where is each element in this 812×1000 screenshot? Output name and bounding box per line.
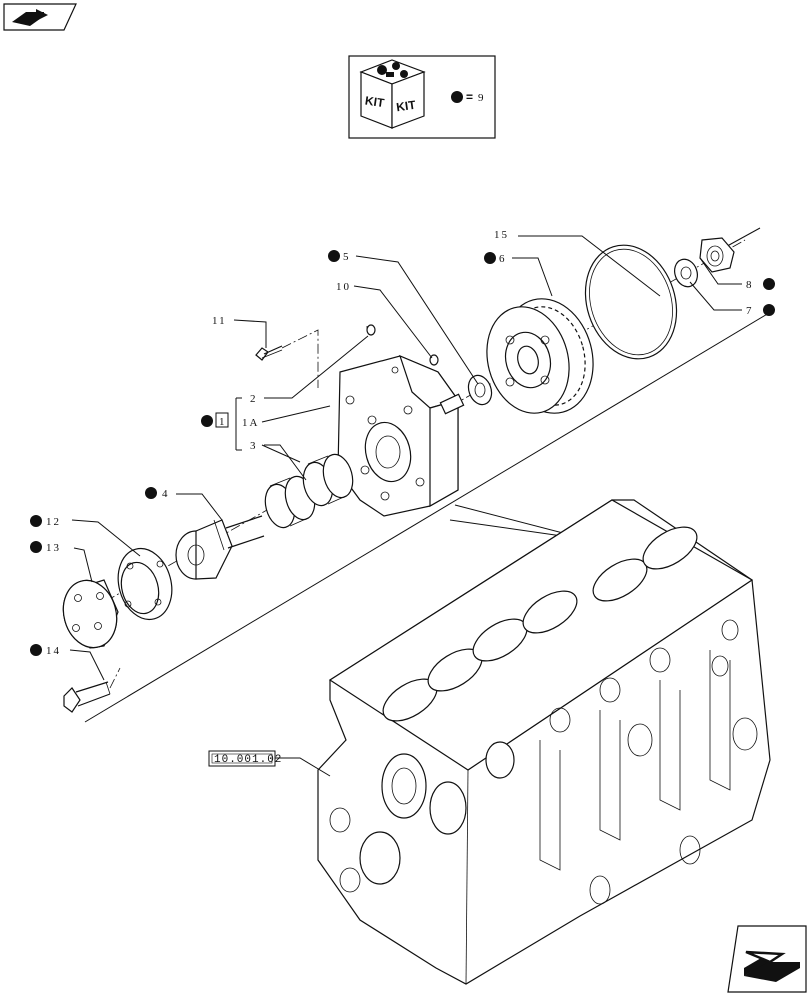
callout-2: 2 <box>250 393 258 405</box>
callout-8: 8 <box>746 279 754 291</box>
drive-gear <box>486 298 594 414</box>
callout-1: 1 <box>219 416 227 428</box>
nav-back-tab[interactable] <box>3 3 77 31</box>
washer-5 <box>467 374 493 406</box>
bullet-icon <box>145 487 157 499</box>
kit-equals: = <box>466 90 473 104</box>
kit-box: KIT KIT = 9 <box>348 55 496 139</box>
callout-11: 11 <box>212 315 227 327</box>
reference-leader <box>275 757 331 777</box>
gasket-12 <box>117 547 173 621</box>
kit-text-right: KIT <box>395 98 417 115</box>
arrow-book-icon <box>744 950 800 982</box>
callout-7: 7 <box>746 305 754 317</box>
nav-forward-tab[interactable] <box>727 925 807 993</box>
pin-2 <box>366 324 376 336</box>
bullet-square-icon <box>215 412 229 428</box>
bullet-icon <box>30 644 42 656</box>
bullet-icon <box>328 250 340 262</box>
callout-1A: 1A <box>242 417 259 429</box>
pump-shaft <box>175 515 265 580</box>
callout-4: 4 <box>162 488 170 500</box>
kit-text-left: KIT <box>364 94 386 111</box>
callout-13: 13 <box>46 542 61 554</box>
o-ring <box>584 244 678 360</box>
cover-plate-13 <box>62 579 119 649</box>
reference-label: 10.001.02 <box>214 754 282 766</box>
assembly-boundary-line <box>84 309 775 723</box>
callout-14: 14 <box>46 645 61 657</box>
bullet-icon <box>763 278 775 290</box>
callout-3: 3 <box>250 440 258 452</box>
callout-5: 5 <box>343 251 351 263</box>
kit-bullet-icon <box>451 91 463 103</box>
callout-12: 12 <box>46 516 61 528</box>
callout-6: 6 <box>499 253 507 265</box>
bolt-11 <box>255 329 319 388</box>
bullet-icon <box>201 415 213 427</box>
arrow-book-icon <box>12 9 48 26</box>
bullet-icon <box>30 541 42 553</box>
engine-block <box>317 499 771 985</box>
callout-leaders <box>69 235 742 681</box>
flange-nut <box>699 237 735 273</box>
kit-cube-icon <box>359 59 426 129</box>
bullet-icon <box>484 252 496 264</box>
kit-number: 9 <box>478 92 486 104</box>
bushing-pair <box>264 453 354 529</box>
callout-10: 10 <box>336 281 351 293</box>
washer-7 <box>674 258 698 288</box>
bullet-icon <box>30 515 42 527</box>
bolt-14 <box>63 667 121 713</box>
reference-link[interactable]: 10.001.02 <box>208 750 282 767</box>
pump-housing <box>337 354 465 517</box>
bullet-icon <box>763 304 775 316</box>
callout-15: 15 <box>494 229 509 241</box>
callout-bullets <box>30 250 775 656</box>
